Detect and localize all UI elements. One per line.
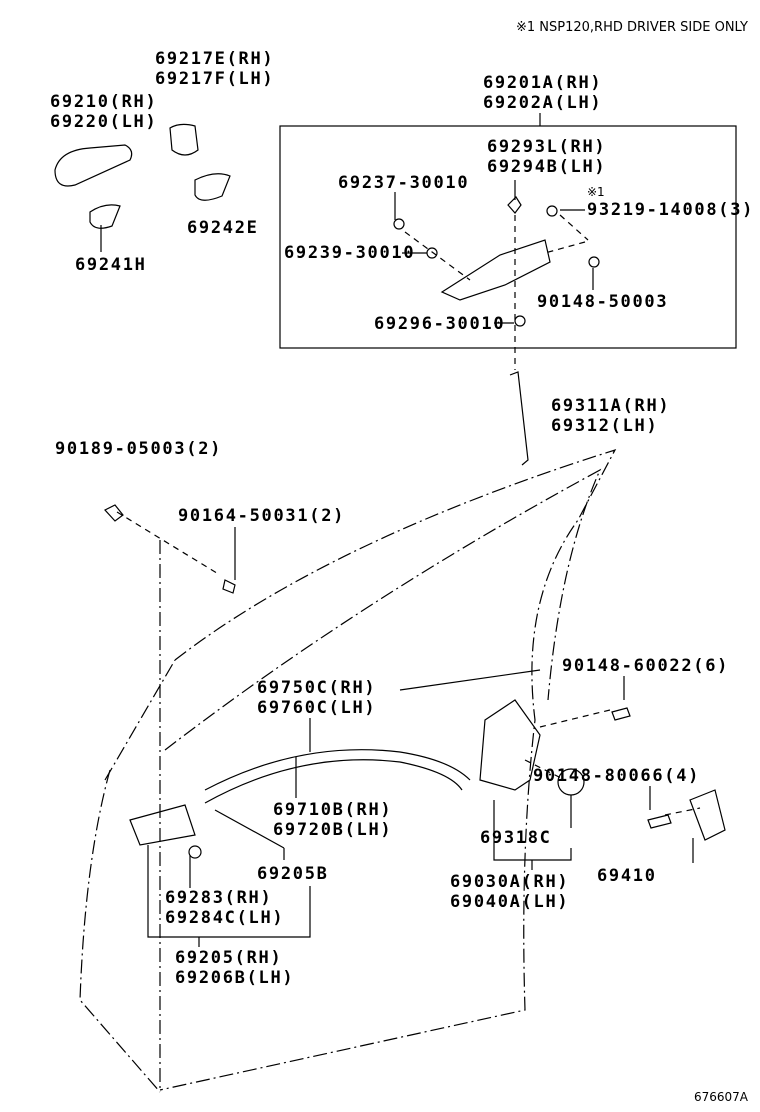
part-number: 69206B(LH) <box>175 968 295 988</box>
outside-handle-shape <box>54 123 231 229</box>
callout-69030: 69030A(RH)69040A(LH) <box>450 872 569 912</box>
callout-69217: 69217E(RH)69217F(LH) <box>155 49 274 89</box>
part-number: 69283(RH) <box>165 888 273 908</box>
part-number: 90148-50003 <box>537 292 669 312</box>
callout-69750: 69750C(RH)69760C(LH) <box>257 678 376 718</box>
footnote-mark: ※1 <box>587 185 605 199</box>
callout-69311: 69311A(RH)69312(LH) <box>551 396 670 436</box>
callout-90164: 90164-50031(2) <box>178 506 345 526</box>
part-number: 69710B(RH) <box>273 800 393 820</box>
part-number: 69239-30010 <box>284 243 416 263</box>
callout-69210: 69210(RH)69220(LH) <box>50 92 157 132</box>
part-number: 69241H <box>75 255 147 275</box>
cables <box>204 749 471 804</box>
callout-69205B: 69205B <box>257 864 329 884</box>
part-number: 69217E(RH) <box>155 49 275 69</box>
part-number: 69202A(LH) <box>483 93 603 113</box>
link-rod <box>509 371 529 466</box>
callout-69318: 69318C <box>480 828 552 848</box>
callout-69201: 69201A(RH)69202A(LH) <box>483 73 602 113</box>
callout-90148-60022: 90148-60022(6) <box>562 656 729 676</box>
callout-90189: 90189-05003(2) <box>55 439 222 459</box>
part-number: 69220(LH) <box>50 112 158 132</box>
part-number: 69312(LH) <box>551 416 659 436</box>
callout-69296: 69296-30010 <box>374 314 505 334</box>
door-lock-shape <box>479 699 541 791</box>
part-number: 69720B(LH) <box>273 820 393 840</box>
part-number: 69318C <box>480 828 552 848</box>
callout-69239: 69239-30010 <box>284 243 415 263</box>
window-glass-edge <box>0 0 90 330</box>
part-number: 90164-50031(2) <box>178 506 346 526</box>
part-number: 69311A(RH) <box>551 396 671 416</box>
callout-69241: 69241H <box>75 255 147 275</box>
part-number: 69284C(LH) <box>165 908 285 928</box>
part-number: 69293L(RH) <box>487 137 607 157</box>
part-number: 90189-05003(2) <box>55 439 223 459</box>
part-number: 69410 <box>597 866 657 886</box>
handle-frame-shape <box>393 196 600 327</box>
door-outline <box>79 448 617 1093</box>
illustration-id: 676607A <box>693 1090 748 1104</box>
part-number: 69294B(LH) <box>487 157 607 177</box>
part-number: 69217F(LH) <box>155 69 275 89</box>
callout-69205: 69205(RH)69206B(LH) <box>175 948 294 988</box>
applicability-note: ※1 NSP120,RHD DRIVER SIDE ONLY <box>515 20 748 35</box>
leader-lines <box>100 180 694 947</box>
striker-shape <box>689 789 726 841</box>
callout-90148-50003: 90148-50003 <box>537 292 668 312</box>
callout-69710: 69710B(RH)69720B(LH) <box>273 800 392 840</box>
callout-93219: 93219-14008(3) <box>587 200 754 220</box>
part-number: 93219-14008(3) <box>587 200 755 220</box>
part-number: 69750C(RH) <box>257 678 377 698</box>
part-number: 90148-60022(6) <box>562 656 730 676</box>
inside-handle-shape <box>129 804 196 846</box>
part-number: 90148-80066(4) <box>533 766 701 786</box>
outside-handle-frame-box <box>279 125 737 349</box>
dashed-guides <box>116 214 701 816</box>
hole-plug-shape <box>557 768 585 796</box>
callout-69283: 69283(RH)69284C(LH) <box>165 888 284 928</box>
part-number: 69210(RH) <box>50 92 158 112</box>
callout-69410: 69410 <box>597 866 657 886</box>
callout-69293: 69293L(RH)69294B(LH) <box>487 137 606 177</box>
callout-69242: 69242E <box>187 218 259 238</box>
part-number: 69760C(LH) <box>257 698 377 718</box>
part-number: 69201A(RH) <box>483 73 603 93</box>
part-number: 69237-30010 <box>338 173 470 193</box>
callout-69237: 69237-30010 <box>338 173 469 193</box>
part-number: 69242E <box>187 218 259 238</box>
part-number: 69296-30010 <box>374 314 506 334</box>
part-number: 69040A(LH) <box>450 892 570 912</box>
part-number: 69205(RH) <box>175 948 283 968</box>
part-number: 69205B <box>257 864 329 884</box>
callout-90148-80066: 90148-80066(4) <box>533 766 700 786</box>
part-number: 69030A(RH) <box>450 872 570 892</box>
